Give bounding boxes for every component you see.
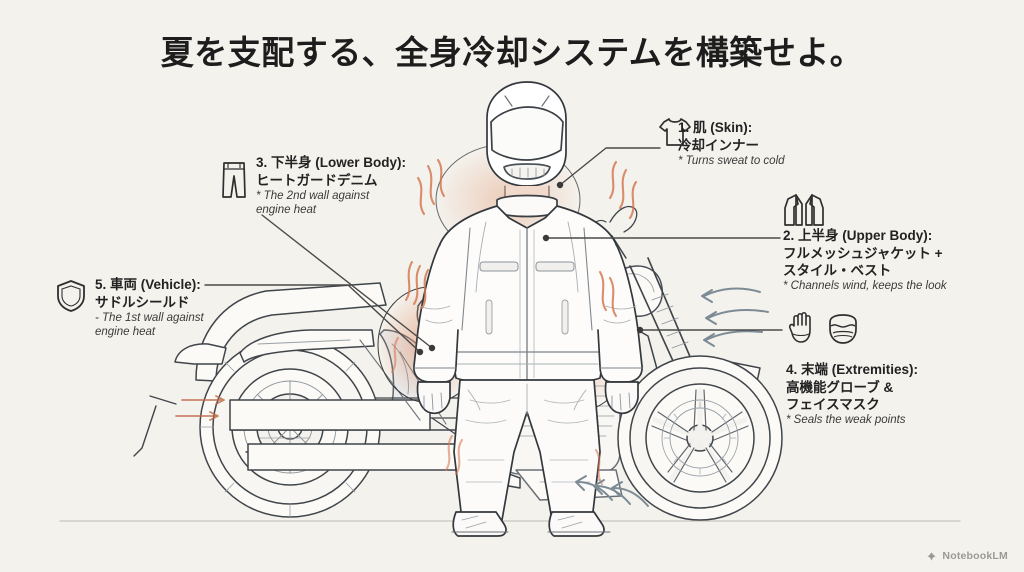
label-extremities-head: 4. 末端 (Extremities): bbox=[786, 362, 919, 377]
label-upper-body-sub: フルメッシュジャケット + bbox=[783, 245, 943, 261]
face-mask-icon bbox=[829, 314, 857, 344]
notebooklm-icon bbox=[927, 551, 937, 561]
label-upper-body: 2. 上半身 (Upper Body): フルメッシュジャケット + スタイル・… bbox=[783, 228, 947, 293]
label-skin: 1. 肌 (Skin): 冷却インナー * Turns sweat to col… bbox=[678, 120, 785, 168]
label-lower-body-head: 3. 下半身 (Lower Body): bbox=[256, 155, 407, 170]
label-extremities-sub2: フェイスマスク bbox=[786, 396, 880, 412]
glove-icon bbox=[789, 311, 811, 343]
watermark: NotebookLM bbox=[926, 550, 1008, 562]
label-lower-body: 3. 下半身 (Lower Body): ヒートガードデニム * The 2nd… bbox=[256, 155, 406, 218]
label-skin-sub: 冷却インナー bbox=[678, 137, 759, 153]
label-extremities-note: * Seals the weak points bbox=[786, 413, 906, 426]
label-lower-body-sub: ヒートガードデニム bbox=[256, 172, 378, 188]
label-vehicle: 5. 車両 (Vehicle): サドルシールド - The 1st wall … bbox=[95, 277, 204, 340]
label-extremities-sub: 高機能グローブ & bbox=[786, 379, 894, 395]
label-lower-body-note2: engine heat bbox=[256, 204, 317, 216]
label-vehicle-head: 5. 車両 (Vehicle): bbox=[95, 277, 201, 292]
label-upper-body-note: * Channels wind, keeps the look bbox=[783, 279, 947, 292]
label-extremities: 4. 末端 (Extremities): 高機能グローブ & フェイスマスク *… bbox=[786, 362, 918, 427]
watermark-label: NotebookLM bbox=[942, 550, 1008, 562]
shield-icon bbox=[57, 280, 85, 312]
label-skin-note: * Turns sweat to cold bbox=[678, 154, 785, 167]
pants-icon bbox=[222, 162, 246, 198]
label-skin-head: 1. 肌 (Skin): bbox=[678, 120, 753, 135]
page-title: 夏を支配する、全身冷却システムを構築せよ。 bbox=[160, 34, 864, 71]
label-vehicle-sub: サドルシールド bbox=[95, 294, 190, 310]
label-vehicle-note: - The 1st wall against bbox=[95, 311, 204, 324]
label-lower-body-note: * The 2nd wall against bbox=[256, 189, 370, 202]
tshirt-icon bbox=[659, 118, 691, 146]
label-vehicle-note2: engine heat bbox=[95, 326, 156, 338]
label-upper-body-sub2: スタイル・ベスト bbox=[783, 262, 892, 278]
jacket-icon bbox=[784, 194, 824, 226]
label-upper-body-head: 2. 上半身 (Upper Body): bbox=[783, 228, 933, 243]
